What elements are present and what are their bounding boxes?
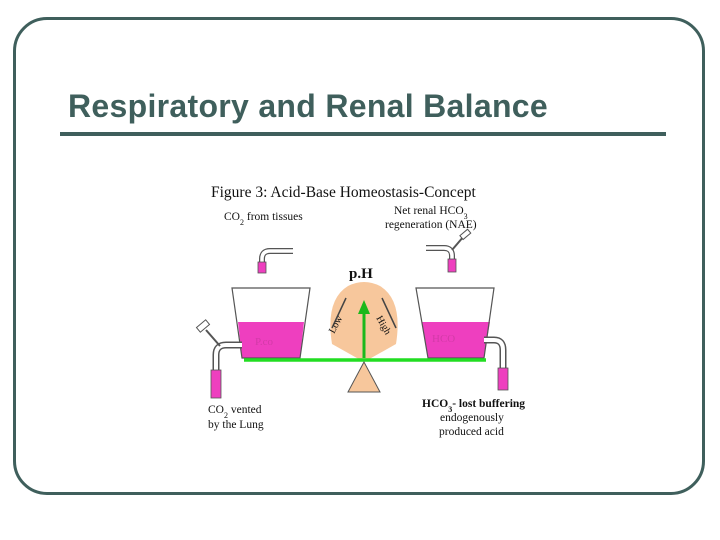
renal-regeneration-label: Net renal HCO3 (394, 205, 468, 221)
co2-vented-label-line2: by the Lung (208, 419, 264, 431)
right-tank-label: HCO (432, 333, 455, 345)
left-tank-fluid (238, 322, 304, 358)
low-scale-mark (331, 297, 347, 329)
hco3-lost-label-line3: produced acid (439, 426, 504, 438)
figure-caption: Figure 3: Acid-Base Homeostasis-Concept (211, 184, 476, 201)
renal-regeneration-label-line2: regeneration (NAE) (385, 219, 477, 231)
fulcrum (347, 360, 381, 393)
renal-inflow-faucet-icon (426, 228, 472, 273)
left-tank (231, 287, 311, 359)
right-tank (415, 287, 495, 359)
title-underline (60, 132, 666, 136)
ph-pointer-head (358, 300, 370, 314)
co2-vent-pipe-icon (195, 319, 242, 399)
hco3-lost-label: HCO3- lost buffering (422, 398, 525, 414)
co2-source-label: CO2 from tissues (224, 211, 303, 227)
right-tank-fluid (422, 322, 490, 358)
hco3-loss-pipe-icon (484, 336, 509, 391)
ph-label: p.H (349, 266, 373, 282)
co2-inflow-faucet-icon (257, 248, 293, 274)
slide-frame (13, 17, 705, 495)
slide-title: Respiratory and Renal Balance (68, 88, 548, 124)
hco3-lost-label-line2: endogenously (440, 412, 504, 424)
high-scale-mark (381, 297, 397, 329)
left-tank-label: P.co (255, 336, 274, 348)
co2-vented-label: CO2 vented (208, 404, 262, 420)
